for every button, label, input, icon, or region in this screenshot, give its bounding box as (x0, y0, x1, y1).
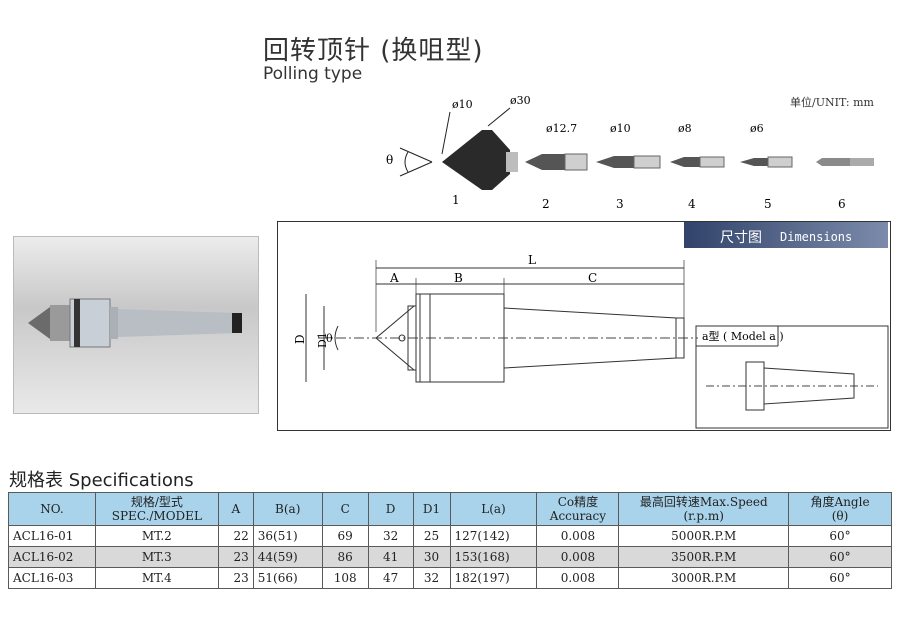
col-header: 最高回转速Max.Speed(r.p.m) (618, 492, 790, 526)
model-a-label: a型 ( Model a ) (702, 329, 784, 343)
dim-theta-label: θ (326, 332, 333, 345)
tip-1: 1 (442, 130, 518, 207)
dim-B-label: B (454, 271, 463, 285)
dim-A-label: A (389, 271, 399, 285)
tip-3: 3 (596, 155, 661, 211)
dimensions-header-cn: 尺寸图 (720, 230, 762, 246)
spec-title-en: Specifications (68, 470, 194, 491)
table-row: ACL16-03 MT.4 23 51(66) 108 47 32 182(19… (8, 567, 892, 589)
svg-text:5: 5 (764, 197, 772, 211)
dim-d12-7-label: ø12.7 (546, 122, 577, 135)
col-header: 角度Angle(θ) (788, 492, 892, 526)
tip-4: 4 (670, 156, 725, 211)
col-header: A (217, 492, 254, 526)
theta-label: θ (386, 153, 393, 167)
spec-title: 规格表 Specifications (9, 466, 194, 492)
dim-d10b-label: ø10 (610, 122, 631, 135)
dimensions-panel: L A B C D D1 θ a型 ( Model a ) (277, 221, 891, 431)
page-subtitle: Polling type (263, 64, 363, 84)
dim-d8-label: ø8 (678, 122, 692, 135)
col-header: D1 (412, 492, 451, 526)
tips-illustration: θ 1 ø10 ø30 2 ø12.7 3 ø10 4 ø8 5 ø6 6 (386, 94, 874, 211)
col-header: B(a) (252, 492, 323, 526)
col-header: L(a) (449, 492, 538, 526)
svg-text:3: 3 (616, 197, 624, 211)
col-header: D (367, 492, 414, 526)
table-row: ACL16-01 MT.2 22 36(51) 69 32 25 127(142… (8, 525, 892, 547)
svg-text:6: 6 (838, 197, 846, 211)
svg-text:1: 1 (452, 193, 460, 207)
col-header: NO. (8, 492, 96, 526)
dim-D-label: D (293, 334, 307, 344)
dim-L-label: L (528, 253, 536, 267)
dim-C-label: C (588, 271, 597, 285)
dimension-drawing: L A B C D D1 θ a型 ( Model a ) (293, 253, 889, 429)
dim-d6-label: ø6 (750, 122, 764, 135)
tip-5: 5 (740, 156, 793, 211)
live-center-image (28, 298, 242, 348)
dimensions-header: 尺寸图 Dimensions (684, 222, 888, 248)
table-row: ACL16-02 MT.3 23 44(59) 86 41 30 153(168… (8, 546, 892, 568)
svg-text:2: 2 (542, 197, 550, 211)
dim-D1-label: D1 (316, 332, 329, 348)
col-header: C (321, 492, 369, 526)
dim-d10-label: ø10 (452, 98, 473, 111)
tip-6: 6 (816, 158, 874, 211)
unit-label: 单位/UNIT: mm (790, 96, 874, 109)
dimensions-header-en: Dimensions (780, 230, 853, 244)
dim-d30-label: ø30 (510, 94, 531, 107)
svg-text:4: 4 (688, 197, 696, 211)
product-photo (13, 236, 259, 414)
spec-title-cn: 规格表 (9, 470, 63, 491)
tip-2: 2 (525, 153, 588, 211)
page-title: 回转顶针 (换咀型) (263, 36, 484, 66)
